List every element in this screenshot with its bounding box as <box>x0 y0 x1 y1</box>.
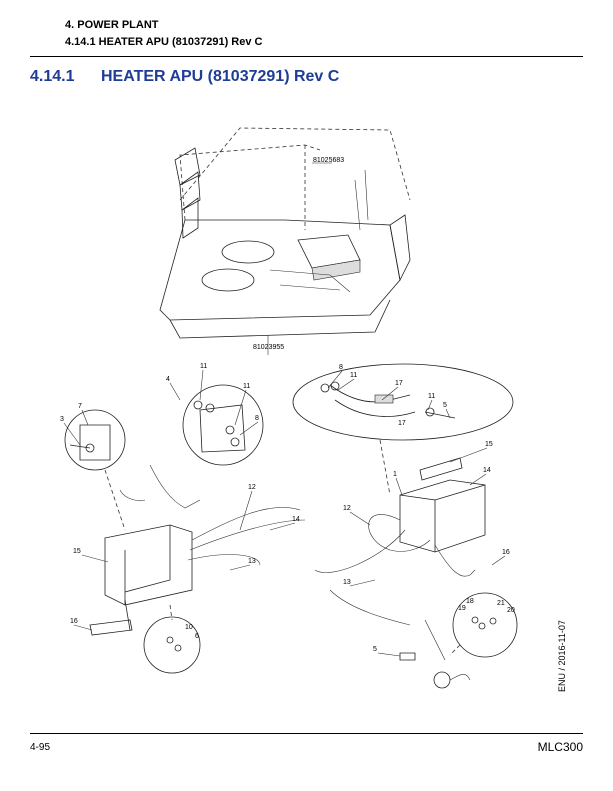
callout-5: 5 <box>443 402 447 409</box>
left-detail-lower <box>143 616 201 674</box>
part-number-81025683: 81025683 <box>313 157 344 164</box>
right-detail-fasteners <box>452 592 518 658</box>
left-detail-fasteners <box>182 384 264 466</box>
callout-8-b: 8 <box>339 364 343 371</box>
section-header: 4.14.1 HEATER APU (81037291) Rev C <box>65 36 263 48</box>
callout-11-a: 11 <box>200 363 207 370</box>
left-detail-bracket <box>64 409 126 471</box>
callout-14-a: 14 <box>292 516 300 523</box>
callout-6: 5 <box>373 646 377 653</box>
callout-15-a: 15 <box>73 548 81 555</box>
callout-1: 1 <box>393 471 397 478</box>
left-heater-assembly <box>89 464 306 636</box>
callout-20: 20 <box>507 607 515 614</box>
right-connector-detail <box>399 652 471 689</box>
header-divider <box>30 56 583 57</box>
callout-10: 10 <box>185 624 193 631</box>
callout-11-c: 11 <box>350 372 357 379</box>
callout-15-b: 15 <box>485 441 493 448</box>
callout-19: 19 <box>458 605 466 612</box>
section-number: 4.14.1 <box>30 68 75 85</box>
callout-3: 3 <box>60 416 64 423</box>
callout-13-b: 13 <box>343 579 351 586</box>
callout-16-b: 17 <box>398 420 406 427</box>
callout-12-a: 12 <box>248 484 256 491</box>
right-detail-oval <box>292 363 514 441</box>
deck-illustration <box>159 127 411 355</box>
callout-16-a: 17 <box>395 380 403 387</box>
callout-4-a: 4 <box>166 376 170 383</box>
callout-18: 18 <box>466 598 474 605</box>
callout-17-a: 16 <box>70 618 78 625</box>
callout-17-b: 16 <box>502 549 510 556</box>
callout-14-b: 14 <box>483 467 491 474</box>
callout-7: 6 <box>195 633 199 640</box>
section-title: HEATER APU (81037291) Rev C <box>101 68 340 85</box>
callout-11-d: 11 <box>428 393 435 400</box>
machine-model: MLC300 <box>537 740 583 754</box>
callout-8-a: 8 <box>255 415 259 422</box>
document-revision-code: ENU / 2016-11-07 <box>557 620 567 692</box>
callout-11-b: 11 <box>243 383 250 390</box>
part-number-81023955: 81023955 <box>253 344 284 351</box>
right-heater-assembly <box>314 439 486 661</box>
leader-lines <box>63 369 506 657</box>
callout-13-a: 13 <box>248 558 256 565</box>
callout-9: 7 <box>78 403 82 410</box>
footer-divider <box>30 733 583 734</box>
chapter-header: 4. POWER PLANT <box>65 19 159 31</box>
callout-12-b: 12 <box>343 505 351 512</box>
heater-apu-exploded-diagram: 81025683 81023955 <box>60 127 518 689</box>
callout-21: 21 <box>497 600 505 607</box>
page-number: 4-95 <box>30 742 51 753</box>
